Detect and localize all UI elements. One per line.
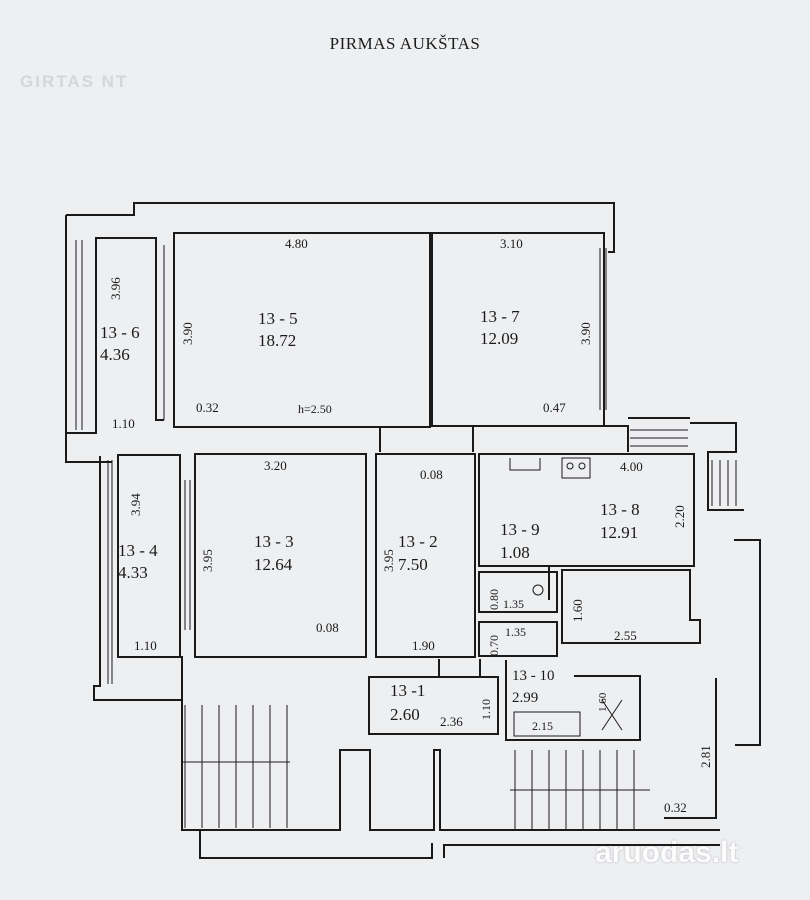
room-13-1-area: 2.60	[390, 705, 420, 724]
dim-1-10-a: 1.10	[112, 416, 135, 431]
walls	[65, 202, 761, 859]
room-13-10-area: 2.99	[512, 690, 538, 706]
dim-1-90: 1.90	[412, 638, 435, 653]
dim-3-10: 3.10	[500, 236, 523, 251]
room-13-4-area: 4.33	[118, 563, 148, 582]
room-13-7-area: 12.09	[480, 329, 518, 348]
dim-4-00: 4.00	[620, 459, 643, 474]
room-13-2-area: 7.50	[398, 555, 428, 574]
room-13-8-id: 13 - 8	[600, 500, 640, 519]
dim-1-60-b: 1.60	[597, 692, 609, 712]
dim-3-20: 3.20	[264, 458, 287, 473]
room-13-5-id: 13 - 5	[258, 309, 298, 328]
dim-3-96: 3.96	[108, 277, 123, 300]
dim-0-08-a: 0.08	[420, 467, 443, 482]
watermark-left: GIRTAS NT	[20, 72, 129, 91]
room-13-7-id: 13 - 7	[480, 307, 520, 326]
plan-title: PIRMAS AUKŠTAS	[329, 34, 481, 53]
ceiling-height: h=2.50	[298, 402, 332, 416]
room-13-4-id: 13 - 4	[118, 541, 158, 560]
dim-1-60-a: 1.60	[570, 599, 585, 622]
dim-0-32-a: 0.32	[196, 400, 219, 415]
dim-2-55: 2.55	[614, 628, 637, 643]
dim-3-95-b: 3.95	[381, 549, 396, 572]
dim-2-81: 2.81	[698, 745, 713, 768]
room-13-5-area: 18.72	[258, 331, 296, 350]
dimension-labels: 4.80 3.10 3.96 3.90 3.90 1.10 0.32 h=2.5…	[108, 236, 713, 815]
dim-3-90-a: 3.90	[180, 322, 195, 345]
dim-0-08-b: 0.08	[316, 620, 339, 635]
dim-4-80: 4.80	[285, 236, 308, 251]
dim-1-35-b: 1.35	[505, 625, 526, 639]
room-13-1-id: 13 -1	[390, 681, 425, 700]
room-13-6-id: 13 - 6	[100, 323, 140, 342]
room-13-3-id: 13 - 3	[254, 532, 294, 551]
room-13-10-id: 13 - 10	[512, 668, 555, 684]
dim-0-47: 0.47	[543, 400, 566, 415]
room-13-8-area: 12.91	[600, 523, 638, 542]
dim-1-10-c: 1.10	[479, 699, 493, 720]
room-labels: 13 - 6 4.36 13 - 5 18.72 13 - 7 12.09 13…	[100, 307, 640, 724]
room-13-6-area: 4.36	[100, 345, 130, 364]
dim-0-80: 0.80	[487, 589, 501, 610]
dim-0-32-b: 0.32	[664, 800, 687, 815]
room-13-9-area: 1.08	[500, 543, 530, 562]
dim-3-95-a: 3.95	[200, 549, 215, 572]
room-13-3-area: 12.64	[254, 555, 293, 574]
room-13-2-id: 13 - 2	[398, 532, 438, 551]
dim-2-15: 2.15	[532, 719, 553, 733]
watermark-right: aruodas.lt	[595, 836, 739, 869]
dim-1-10-b: 1.10	[134, 638, 157, 653]
room-13-9-id: 13 - 9	[500, 520, 540, 539]
dim-2-20: 2.20	[672, 505, 687, 528]
dim-3-94: 3.94	[128, 493, 143, 516]
dim-1-35-a: 1.35	[503, 597, 524, 611]
dim-0-70: 0.70	[487, 635, 501, 656]
dim-2-36: 2.36	[440, 714, 463, 729]
dim-3-90-b: 3.90	[578, 322, 593, 345]
